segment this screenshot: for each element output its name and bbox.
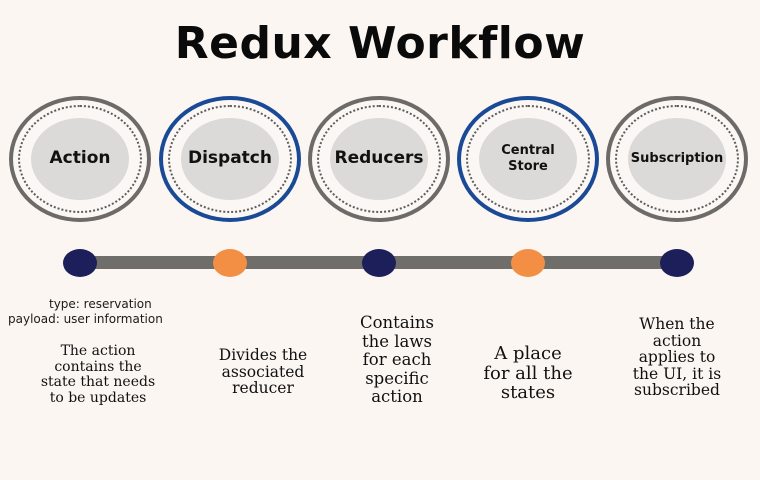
stage-dispatch: Dispatch: [159, 96, 301, 222]
action-payload-line: payload: user information: [8, 312, 163, 326]
dotted-ring: [317, 105, 441, 213]
timeline-node-dispatch: [213, 249, 247, 277]
stage-label: Reducers: [334, 148, 424, 169]
stage-label: Dispatch: [187, 148, 272, 169]
description-text: Divides the associated reducer: [218, 346, 308, 397]
stage-inner-circle: Dispatch: [181, 118, 279, 200]
description-reducers: Contains the laws for each specific acti…: [322, 313, 472, 407]
stage-inner-circle: Subscription: [628, 118, 726, 200]
description-subscription: When the action applies to the UI, it is…: [602, 316, 752, 399]
stage-inner-circle: Action: [31, 118, 129, 200]
description-text: The action contains the state that needs…: [40, 343, 156, 406]
description-dispatch: Divides the associated reducer: [188, 347, 338, 397]
stage-label: Action: [49, 148, 111, 169]
dotted-ring: [168, 105, 292, 213]
stage-label: Central Store: [501, 142, 555, 174]
timeline-node-action: [63, 249, 97, 277]
action-example: type: reservation payload: user informat…: [0, 297, 240, 327]
description-central-store: A place for all the states: [453, 344, 603, 403]
description-text: Contains the laws for each specific acti…: [359, 313, 435, 406]
stage-inner-circle: Central Store: [479, 118, 577, 200]
description-text: A place for all the states: [483, 343, 573, 403]
timeline-node-subscription: [660, 249, 694, 277]
description-text: When the action applies to the UI, it is…: [632, 315, 722, 399]
action-type-line: type: reservation: [49, 297, 152, 311]
dotted-ring: [466, 105, 590, 213]
timeline-node-central-store: [511, 249, 545, 277]
stage-action: Action: [9, 96, 151, 222]
description-action: The action contains the state that needs…: [23, 343, 173, 406]
timeline-node-reducers: [362, 249, 396, 277]
stage-label: Subscription: [630, 150, 724, 166]
stage-central-store: Central Store: [457, 96, 599, 222]
dotted-ring: [18, 105, 142, 213]
dotted-ring: [615, 105, 739, 213]
stage-subscription: Subscription: [606, 96, 748, 222]
stage-inner-circle: Reducers: [330, 118, 428, 200]
stage-reducers: Reducers: [308, 96, 450, 222]
diagram-title: Redux Workflow: [174, 18, 586, 69]
